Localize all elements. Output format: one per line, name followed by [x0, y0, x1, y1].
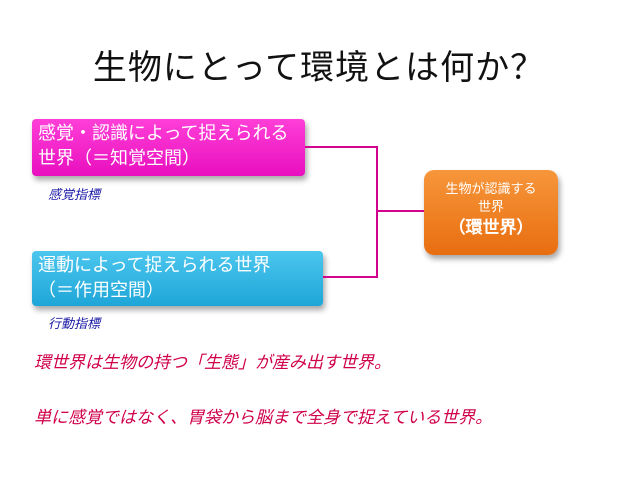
page-title: 生物にとって環境とは何か？ [92, 48, 546, 88]
connector-top [305, 146, 378, 148]
umwelt-line1: 生物が認識する [445, 182, 537, 197]
connector-bottom [323, 276, 378, 278]
action-space-box: 運動によって捉えられる世界 （＝作用空間） [32, 251, 323, 306]
umwelt-box: 生物が認識する 世界 （環世界） [424, 170, 558, 255]
note-ecology: 環世界は生物の持つ「生態」が産み出す世界。 [34, 353, 391, 373]
action-space-line1: 運動によって捉えられる世界 [38, 255, 271, 276]
connector-to-umwelt [376, 210, 424, 212]
umwelt-line2: 世界 [477, 200, 504, 215]
perception-space-line1: 感覚・認識によって捉えられる [38, 123, 289, 144]
sense-indicator-label: 感覚指標 [48, 188, 101, 203]
connector-vertical [376, 146, 378, 278]
action-space-line2: （＝作用空間） [38, 280, 164, 301]
perception-space-line2: 世界（＝知覚空間） [38, 148, 200, 169]
umwelt-line3: （環世界） [448, 218, 534, 238]
action-indicator-label: 行動指標 [48, 317, 101, 332]
note-whole-body: 単に感覚ではなく、胃袋から脳まで全身で捉えている世界。 [34, 408, 493, 428]
perception-space-box: 感覚・認識によって捉えられる 世界（＝知覚空間） [32, 119, 305, 176]
